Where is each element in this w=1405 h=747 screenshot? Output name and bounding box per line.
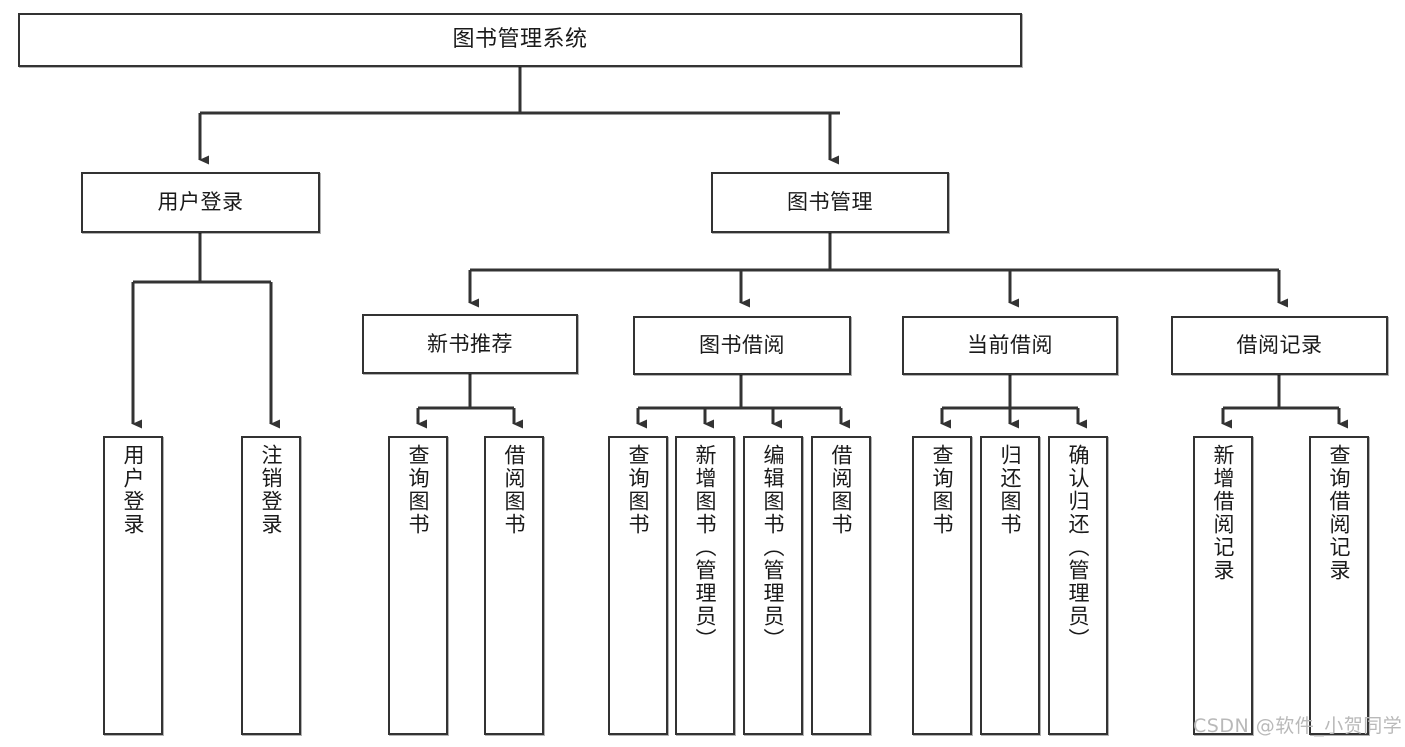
node-leaf-add-borrow-record[interactable]: 新增借阅记录	[1193, 436, 1253, 735]
node-leaf-add-book-admin-label: 新增图书（管理员）	[693, 444, 718, 651]
node-leaf-query-borrow-record[interactable]: 查询借阅记录	[1309, 436, 1369, 735]
node-leaf-borrow-book-2-label: 借阅图书	[829, 444, 854, 536]
node-leaf-logout-login[interactable]: 注销登录	[241, 436, 301, 735]
watermark-text: CSDN @软件_小贺同学	[1193, 715, 1403, 737]
node-user-login[interactable]: 用户登录	[81, 172, 320, 233]
node-user-login-label: 用户登录	[157, 190, 244, 215]
node-leaf-edit-book-admin-label: 编辑图书（管理员）	[761, 444, 786, 651]
node-leaf-logout-login-label: 注销登录	[259, 444, 284, 536]
node-book-manage-label: 图书管理	[787, 190, 873, 215]
node-leaf-return-book-label: 归还图书	[998, 444, 1023, 536]
node-current-borrow[interactable]: 当前借阅	[902, 316, 1118, 375]
node-book-manage[interactable]: 图书管理	[711, 172, 949, 233]
node-new-book-recommend-label: 新书推荐	[427, 331, 513, 356]
node-leaf-query-book-2-label: 查询图书	[626, 444, 651, 536]
node-leaf-return-book[interactable]: 归还图书	[980, 436, 1040, 735]
node-leaf-query-book-1-label: 查询图书	[406, 444, 431, 536]
node-leaf-borrow-book-1[interactable]: 借阅图书	[484, 436, 544, 735]
node-leaf-query-book-1[interactable]: 查询图书	[388, 436, 448, 735]
node-book-borrow[interactable]: 图书借阅	[633, 316, 851, 375]
node-leaf-user-login[interactable]: 用户登录	[103, 436, 163, 735]
node-leaf-user-login-label: 用户登录	[121, 444, 146, 536]
node-borrow-record-label: 借阅记录	[1236, 333, 1323, 358]
node-root-book-management-system[interactable]: 图书管理系统	[18, 13, 1022, 67]
node-leaf-query-book-3-label: 查询图书	[930, 444, 955, 536]
node-leaf-borrow-book-2[interactable]: 借阅图书	[811, 436, 871, 735]
node-leaf-query-borrow-record-label: 查询借阅记录	[1327, 444, 1352, 582]
node-current-borrow-label: 当前借阅	[967, 333, 1053, 358]
node-leaf-add-book-admin[interactable]: 新增图书（管理员）	[675, 436, 735, 735]
node-leaf-borrow-book-1-label: 借阅图书	[502, 444, 527, 536]
node-leaf-confirm-return-admin[interactable]: 确认归还（管理员）	[1048, 436, 1108, 735]
node-leaf-query-book-3[interactable]: 查询图书	[912, 436, 972, 735]
node-root-label: 图书管理系统	[452, 27, 588, 53]
node-leaf-confirm-return-admin-label: 确认归还（管理员）	[1066, 444, 1091, 651]
node-leaf-query-book-2[interactable]: 查询图书	[608, 436, 668, 735]
node-book-borrow-label: 图书借阅	[699, 333, 785, 358]
node-new-book-recommend[interactable]: 新书推荐	[362, 314, 578, 374]
node-borrow-record[interactable]: 借阅记录	[1171, 316, 1388, 375]
node-leaf-edit-book-admin[interactable]: 编辑图书（管理员）	[743, 436, 803, 735]
node-leaf-add-borrow-record-label: 新增借阅记录	[1211, 444, 1236, 582]
